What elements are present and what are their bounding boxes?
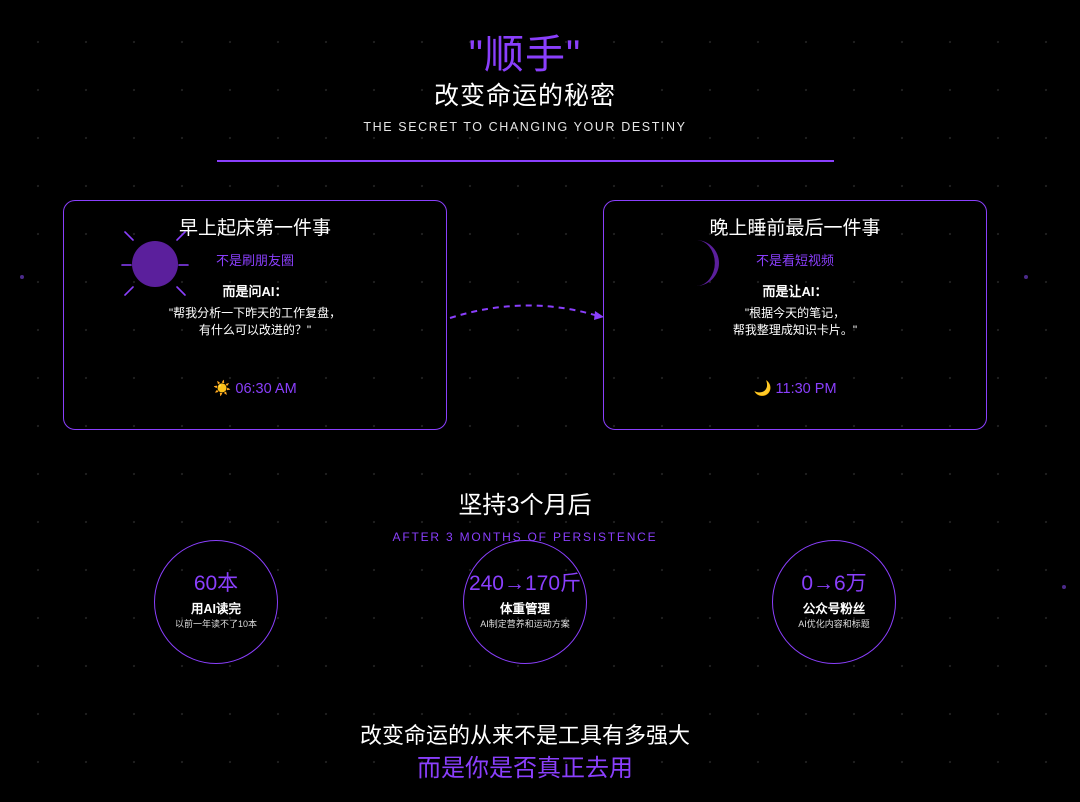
morning-but-text: 而是问AI： xyxy=(222,284,288,299)
night-quote-line-1: "根据今天的笔记， xyxy=(744,306,846,320)
closing-line-2: 而是你是否真正去用 xyxy=(417,755,633,782)
stat-label: 用AI读完 xyxy=(190,602,241,616)
moon-emoji-icon: 🌙 xyxy=(753,381,772,397)
stat-circle-weight: 240→170斤 体重管理 AI制定营养和运动方案 xyxy=(463,540,587,664)
stat-value: 60本 xyxy=(193,572,239,595)
dashed-arc-arrow-icon xyxy=(449,304,604,320)
stat-circle-fans: 0→6万 公众号粉丝 AI优化内容和标题 xyxy=(772,540,896,664)
morning-card: 早上起床第一件事 不是刷朋友圈 而是问AI： "帮我分析一下昨天的工作复盘， 有… xyxy=(63,200,447,430)
quote-title: "顺手" xyxy=(468,33,582,77)
morning-quote-line-2: 有什么可以改进的？" xyxy=(198,323,312,337)
sun-emoji-icon: ☀️ xyxy=(213,381,232,397)
stat-label: 体重管理 xyxy=(499,602,550,616)
decorative-dot xyxy=(1062,585,1066,589)
night-time-value: 11:30 PM xyxy=(775,381,837,397)
morning-time-value: 06:30 AM xyxy=(235,381,297,397)
after-english-subtitle: AFTER 3 MONTHS OF PERSISTENCE xyxy=(392,530,658,544)
night-not-text: 不是看短视频 xyxy=(755,253,834,268)
morning-not-text: 不是刷朋友圈 xyxy=(215,253,294,268)
night-quote-line-2: 帮我整理成知识卡片。" xyxy=(732,323,858,337)
stat-caption: AI优化内容和标题 xyxy=(798,619,870,629)
stat-value: 0→6万 xyxy=(801,572,867,595)
stat-caption: 以前一年读不了10本 xyxy=(174,619,257,629)
night-quote: "根据今天的笔记， 帮我整理成知识卡片。" xyxy=(604,305,986,339)
stat-circle-books: 60本 用AI读完 以前一年读不了10本 xyxy=(154,540,278,664)
morning-quote-line-1: "帮我分析一下昨天的工作复盘， xyxy=(168,306,342,320)
night-card-title: 晚上睡前最后一件事 xyxy=(709,218,881,239)
closing-line-1: 改变命运的从来不是工具有多强大 xyxy=(359,723,690,748)
title-divider xyxy=(217,160,834,162)
night-time: 🌙11:30 PM xyxy=(604,380,986,397)
moon-icon xyxy=(696,240,719,286)
morning-card-title: 早上起床第一件事 xyxy=(178,218,331,239)
stat-caption: AI制定营养和运动方案 xyxy=(480,619,570,629)
sun-icon xyxy=(121,231,189,296)
main-title: 改变命运的秘密 xyxy=(433,82,616,110)
night-card: 晚上睡前最后一件事 不是看短视频 而是让AI： "根据今天的笔记， 帮我整理成知… xyxy=(603,200,987,430)
decorative-dot xyxy=(1024,275,1028,279)
night-but-text: 而是让AI： xyxy=(762,284,828,299)
morning-quote: "帮我分析一下昨天的工作复盘， 有什么可以改进的？" xyxy=(64,305,446,339)
morning-time: ☀️06:30 AM xyxy=(64,380,446,397)
english-subtitle: THE SECRET TO CHANGING YOUR DESTINY xyxy=(363,120,687,134)
stat-value: 240→170斤 xyxy=(468,572,582,595)
stat-label: 公众号粉丝 xyxy=(802,602,866,616)
decorative-dot xyxy=(20,275,24,279)
after-title: 坚持3个月后 xyxy=(458,492,592,519)
